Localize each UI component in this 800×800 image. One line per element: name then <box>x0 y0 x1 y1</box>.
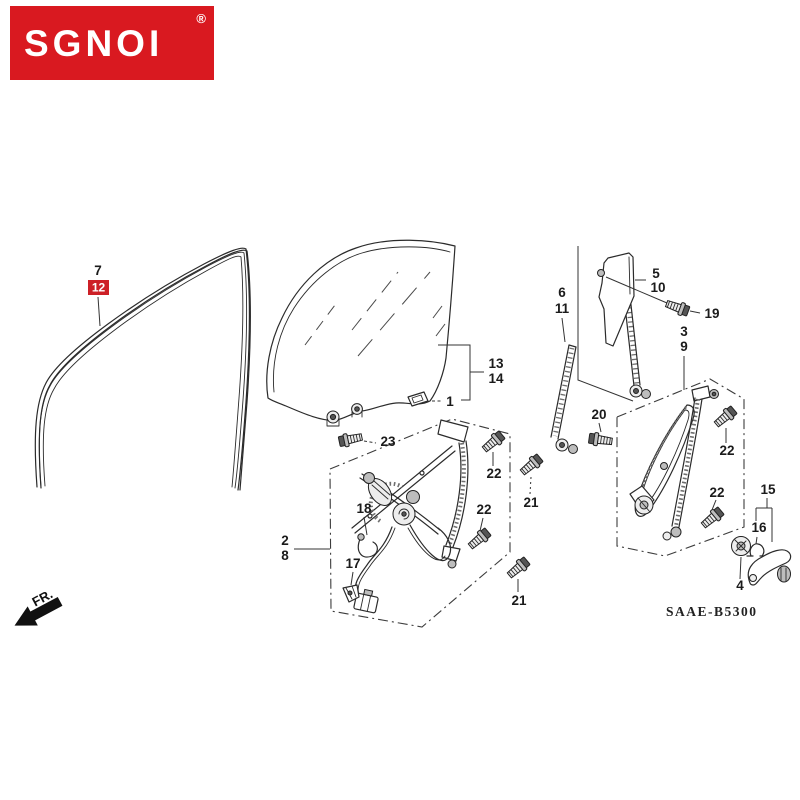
mounting-bolts <box>465 404 739 592</box>
highlight-box-12 <box>88 280 109 295</box>
bolt-23 <box>337 430 364 449</box>
callout-10: 10 <box>650 280 665 295</box>
callout-12: 12 <box>92 281 106 295</box>
callout-15: 15 <box>760 482 776 497</box>
glass-clip-part1 <box>407 391 429 407</box>
drawing-code: SAAE-B5300 <box>666 604 758 619</box>
brand-name: SGNOI <box>24 22 164 64</box>
bolt-19 <box>663 296 691 319</box>
callout-16: 16 <box>751 520 767 535</box>
callout-labels: 7 12 13 14 1 23 5 10 19 6 11 3 9 20 22 2… <box>88 263 776 608</box>
callout-22d: 22 <box>709 485 724 500</box>
callout-8: 8 <box>281 548 289 563</box>
glass-reflection-lines <box>304 271 446 357</box>
bolt-22a <box>479 429 507 455</box>
leader-19 <box>689 310 701 314</box>
glass-run-channel <box>34 247 251 491</box>
door-glass <box>266 239 456 427</box>
bolt-22b <box>465 526 493 552</box>
callout-2: 2 <box>281 533 289 548</box>
callout-4: 4 <box>736 578 744 593</box>
callout-22b: 22 <box>476 502 491 517</box>
registered-trademark-icon: ® <box>196 11 206 26</box>
callout-9: 9 <box>680 339 688 354</box>
bolt-21a <box>517 452 545 478</box>
callout-bracket-13-14 <box>432 344 484 402</box>
callout-21b: 21 <box>511 593 527 608</box>
callout-21a: 21 <box>523 495 539 510</box>
quarter-sash <box>597 252 668 399</box>
regulator-handle-group <box>731 498 792 586</box>
callout-13: 13 <box>488 356 504 371</box>
regulator-box-right <box>616 378 745 557</box>
glass-holder-clips <box>326 403 363 427</box>
fr-direction-arrow: FR. <box>14 586 63 626</box>
harness-connector <box>353 588 379 614</box>
callout-22c: 22 <box>719 443 734 458</box>
callout-20: 20 <box>591 407 606 422</box>
callout-23: 23 <box>380 434 396 449</box>
callout-22a: 22 <box>486 466 501 481</box>
callout-3: 3 <box>680 324 688 339</box>
bolt-22c <box>711 404 739 430</box>
clip-17 <box>342 571 360 603</box>
window-regulator-manual <box>629 385 719 541</box>
callout-7: 7 <box>94 263 102 278</box>
leader-23 <box>363 440 377 444</box>
callout-18: 18 <box>356 501 372 516</box>
bolt-21b <box>504 555 532 581</box>
bolt-20 <box>587 431 614 449</box>
callout-11: 11 <box>555 301 570 316</box>
callout-6: 6 <box>558 285 566 300</box>
callout-17: 17 <box>345 556 360 571</box>
callout-14: 14 <box>488 371 504 386</box>
regulator-box-left <box>329 418 511 628</box>
handle-washer-4 <box>731 536 751 556</box>
brand-logo: SGNOI ® <box>10 6 214 80</box>
window-regulator-power <box>351 419 469 614</box>
callout-19: 19 <box>704 306 719 321</box>
group-bracket-line <box>577 246 634 402</box>
window-crank-handle <box>747 549 792 586</box>
callout-1: 1 <box>446 394 454 409</box>
harness-clip-18 <box>357 516 378 558</box>
front-sash <box>550 317 578 454</box>
callout-5: 5 <box>652 266 660 281</box>
